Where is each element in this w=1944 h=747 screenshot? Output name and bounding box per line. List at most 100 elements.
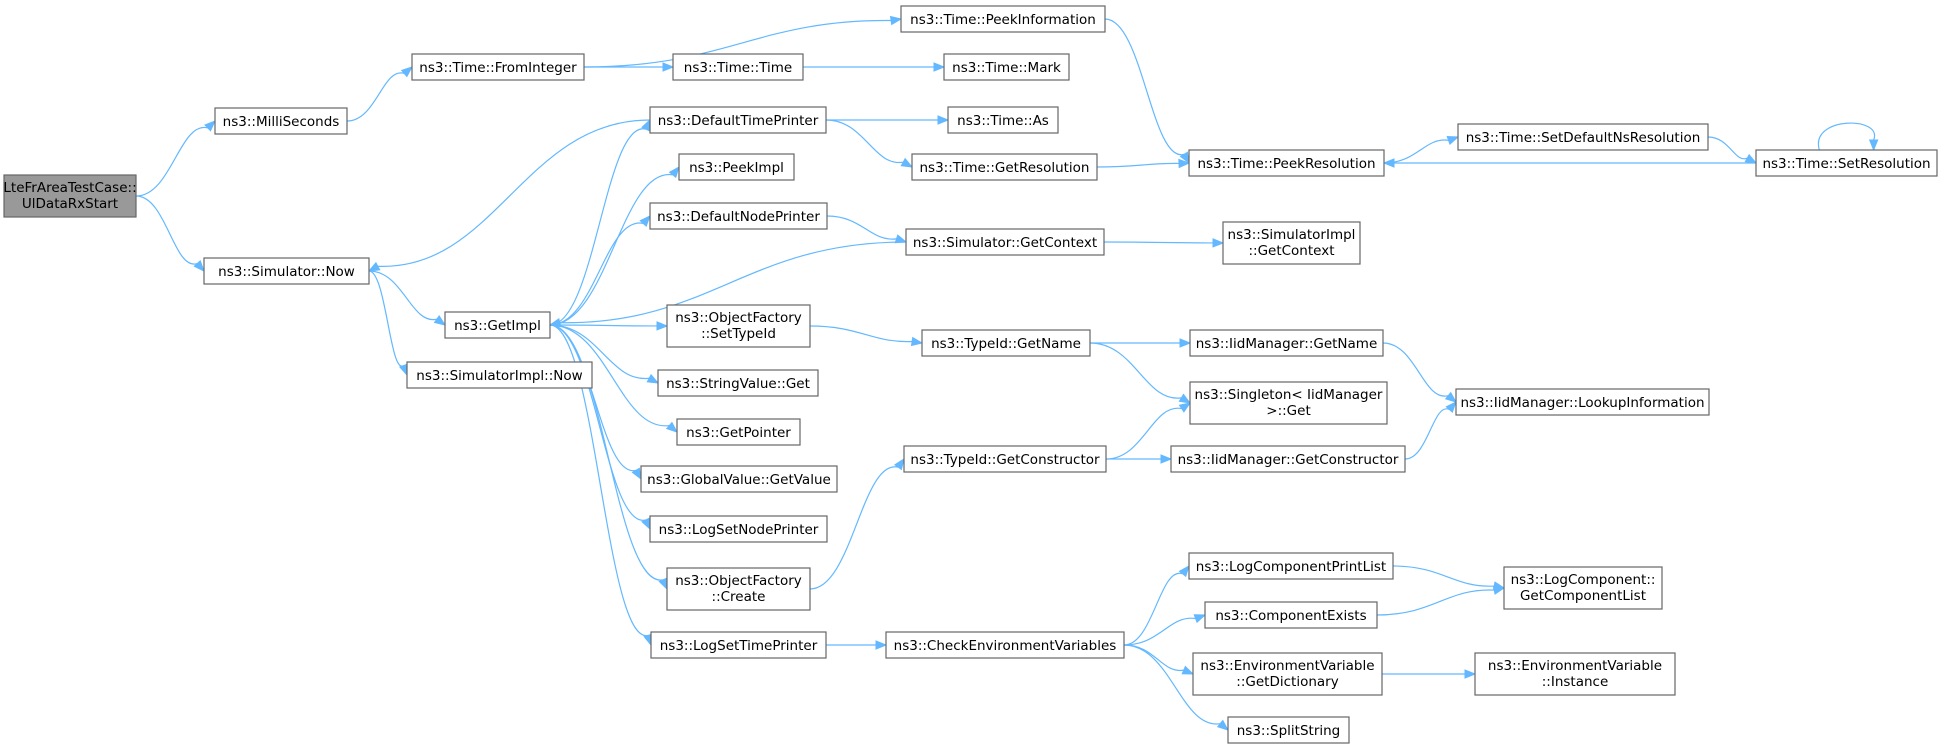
node-box [649, 106, 827, 134]
edge-line [135, 127, 208, 197]
node-defnp[interactable]: ns3::DefaultNodePrinter [649, 202, 828, 230]
edge-tidgetname-to-singleton [1089, 342, 1192, 404]
node-simimplgetctx[interactable]: ns3::SimulatorImpl::GetContext [1222, 221, 1361, 265]
edge-line [549, 174, 673, 326]
edge-line [549, 324, 670, 427]
edge-arrowhead [400, 66, 414, 78]
node-label: ns3::SimulatorImpl::Now [416, 368, 582, 384]
node-box [444, 311, 551, 339]
edge-arrowhead [1445, 400, 1457, 413]
edge-getimpl-to-deftp [549, 118, 651, 326]
node-box [1192, 652, 1383, 696]
node-box [666, 304, 811, 348]
edge-arrowhead [1868, 139, 1879, 152]
edge-line [559, 241, 907, 324]
node-simnow[interactable]: ns3::Simulator::Now [203, 257, 370, 285]
edge-setres-to-peekres [1382, 158, 1756, 168]
edge-arrowhead [1179, 151, 1190, 165]
node-box [3, 174, 137, 218]
node-peekimpl[interactable]: ns3::PeekImpl [678, 153, 795, 181]
node-iidgetctor[interactable]: ns3::IidManager::GetConstructor [1170, 445, 1406, 473]
node-logcpl[interactable]: ns3::LogComponentPrintList [1188, 552, 1394, 580]
node-label: ns3::TypeId::GetName [931, 336, 1081, 352]
node-lookup[interactable]: ns3::IidManager::LookupInformation [1455, 388, 1710, 416]
node-millis[interactable]: ns3::MilliSeconds [214, 107, 348, 135]
node-singleton[interactable]: ns3::Singleton< IidManager>::Get [1189, 381, 1388, 425]
node-setdefns[interactable]: ns3::Time::SetDefaultNsResolution [1457, 123, 1709, 151]
edge-tidgetctor-to-singleton [1105, 402, 1192, 460]
node-box [649, 515, 828, 543]
edge-simgetctx-to-getimpl [548, 241, 907, 328]
edge-line [1392, 565, 1495, 587]
node-splitstr[interactable]: ns3::SplitString [1227, 716, 1350, 744]
node-label: ns3::LogComponent:: [1511, 572, 1656, 588]
node-tidgetctor[interactable]: ns3::TypeId::GetConstructor [903, 445, 1107, 473]
node-label: UlDataRxStart [22, 196, 118, 212]
node-label: ns3::LogSetTimePrinter [660, 638, 818, 654]
edge-deftp-to-simnow [367, 119, 651, 272]
node-label: ns3::ObjectFactory [675, 573, 802, 589]
node-deftp[interactable]: ns3::DefaultTimePrinter [649, 106, 827, 134]
node-label: ns3::LogComponentPrintList [1196, 559, 1386, 575]
node-logsettp[interactable]: ns3::LogSetTimePrinter [650, 631, 827, 659]
node-timetime[interactable]: ns3::Time::Time [672, 53, 804, 81]
node-box [1227, 716, 1350, 744]
node-simimplnow[interactable]: ns3::SimulatorImpl::Now [406, 361, 593, 389]
node-label: ns3::Time::Time [684, 60, 792, 76]
node-label: ::GetDictionary [1236, 674, 1338, 690]
edge-tidgetname-to-iidgetname [1090, 338, 1192, 348]
edge-arrowhead [900, 157, 914, 168]
node-gvgetvalue[interactable]: ns3::GlobalValue::GetValue [640, 465, 838, 493]
node-checkenv[interactable]: ns3::CheckEnvironmentVariables [885, 631, 1125, 659]
node-getimpl[interactable]: ns3::GetImpl [444, 311, 551, 339]
node-strget[interactable]: ns3::StringValue::Get [657, 369, 819, 397]
node-box [214, 107, 348, 135]
node-envgetdict[interactable]: ns3::EnvironmentVariable::GetDictionary [1192, 652, 1383, 696]
node-box [411, 53, 585, 81]
node-label: ns3::GetPointer [686, 425, 791, 441]
node-iidgetname[interactable]: ns3::IidManager::GetName [1189, 329, 1384, 357]
node-as[interactable]: ns3::Time::As [947, 106, 1059, 134]
edge-deftp-to-as [826, 115, 950, 125]
node-tidgetname[interactable]: ns3::TypeId::GetName [921, 329, 1091, 357]
node-root[interactable]: LteFrAreaTestCase::UlDataRxStart [3, 174, 137, 218]
node-label: ns3::Time::As [957, 113, 1049, 129]
node-box [650, 631, 827, 659]
node-box [1188, 149, 1385, 177]
edge-arrowhead [548, 318, 562, 328]
node-label: ns3::Time::Mark [952, 60, 1061, 76]
edge-line [809, 325, 913, 343]
node-envinst[interactable]: ns3::EnvironmentVariable::Instance [1474, 652, 1676, 696]
edge-line [549, 324, 664, 581]
node-simgetctx[interactable]: ns3::Simulator::GetContext [905, 228, 1105, 256]
node-logcgcl[interactable]: ns3::LogComponent::GetComponentList [1503, 566, 1663, 610]
node-label: ns3::DefaultTimePrinter [658, 113, 819, 129]
node-box [678, 153, 795, 181]
node-box [1189, 329, 1384, 357]
node-label: ns3::GetImpl [454, 318, 541, 334]
node-getres[interactable]: ns3::Time::GetResolution [911, 153, 1098, 181]
node-label: ns3::EnvironmentVariable [1488, 658, 1662, 674]
node-setres[interactable]: ns3::Time::SetResolution [1755, 149, 1938, 177]
node-compexists[interactable]: ns3::ComponentExists [1204, 601, 1378, 629]
edge-arrowhead [668, 165, 680, 179]
node-label: ns3::Time::SetDefaultNsResolution [1466, 130, 1701, 146]
edge-line [135, 195, 198, 265]
node-ofsettid[interactable]: ns3::ObjectFactory::SetTypeId [666, 304, 811, 348]
node-mark[interactable]: ns3::Time::Mark [943, 53, 1070, 81]
edge-millis-to-fromint [346, 66, 414, 122]
edge-arrowhead [910, 336, 924, 347]
node-fromint[interactable]: ns3::Time::FromInteger [411, 53, 585, 81]
node-peekinfo[interactable]: ns3::Time::PeekInformation [900, 5, 1106, 33]
edge-arrowhead [656, 321, 669, 331]
edge-arrowhead [665, 421, 679, 433]
node-label: ns3::IidManager::LookupInformation [1460, 395, 1704, 411]
edge-line [1103, 241, 1214, 244]
edge-line [1096, 162, 1180, 168]
node-peekres[interactable]: ns3::Time::PeekResolution [1188, 149, 1385, 177]
node-logsetnp[interactable]: ns3::LogSetNodePrinter [649, 515, 828, 543]
edge-line [583, 19, 892, 68]
node-ofcreate[interactable]: ns3::ObjectFactory::Create [666, 567, 811, 611]
node-getpointer[interactable]: ns3::GetPointer [676, 418, 801, 446]
edge-envgetdict-to-envinst [1381, 669, 1477, 679]
